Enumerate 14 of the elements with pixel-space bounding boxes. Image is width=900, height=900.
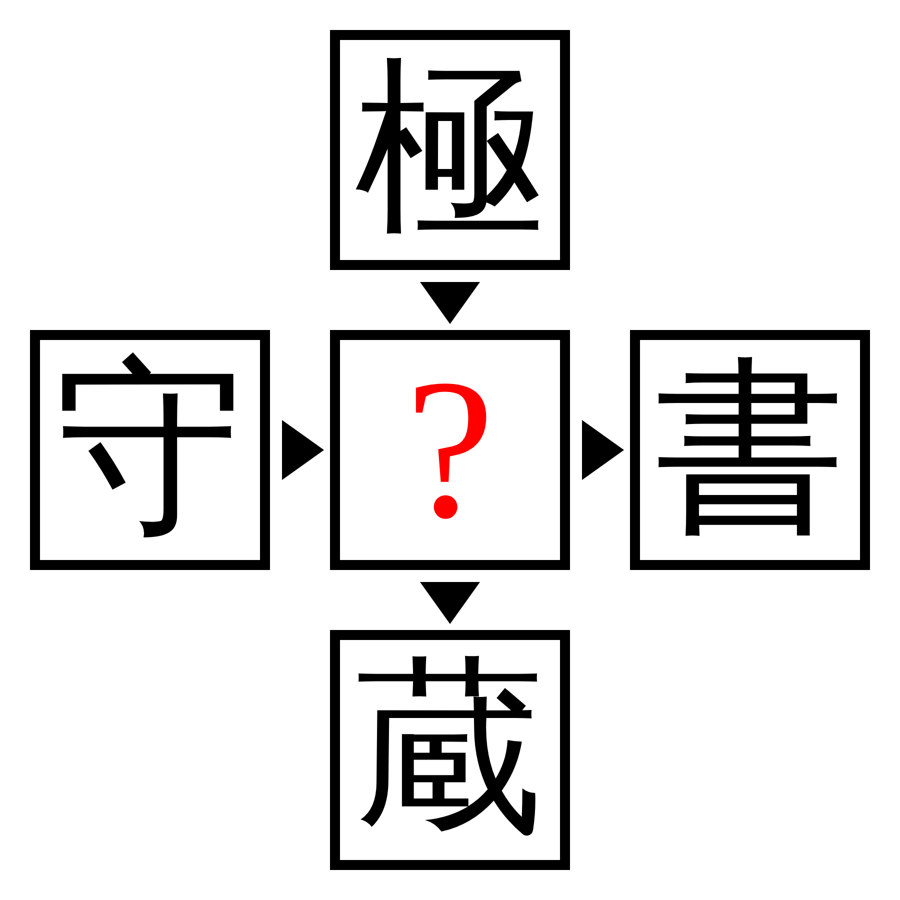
character-box bbox=[630, 330, 870, 570]
arrow bbox=[420, 582, 480, 624]
arrow bbox=[282, 420, 324, 480]
character-box bbox=[330, 630, 570, 870]
arrow bbox=[582, 420, 624, 480]
character-box bbox=[330, 30, 570, 270]
character-box bbox=[330, 330, 570, 570]
arrow bbox=[420, 282, 480, 324]
character-box bbox=[30, 330, 270, 570]
kanji-character: 守 bbox=[55, 355, 245, 545]
question-mark: ? bbox=[406, 350, 494, 550]
kanji-character: 書 bbox=[655, 355, 845, 545]
kanji-character: 極 bbox=[355, 55, 545, 245]
kanji-character: 蔵 bbox=[355, 655, 545, 845]
